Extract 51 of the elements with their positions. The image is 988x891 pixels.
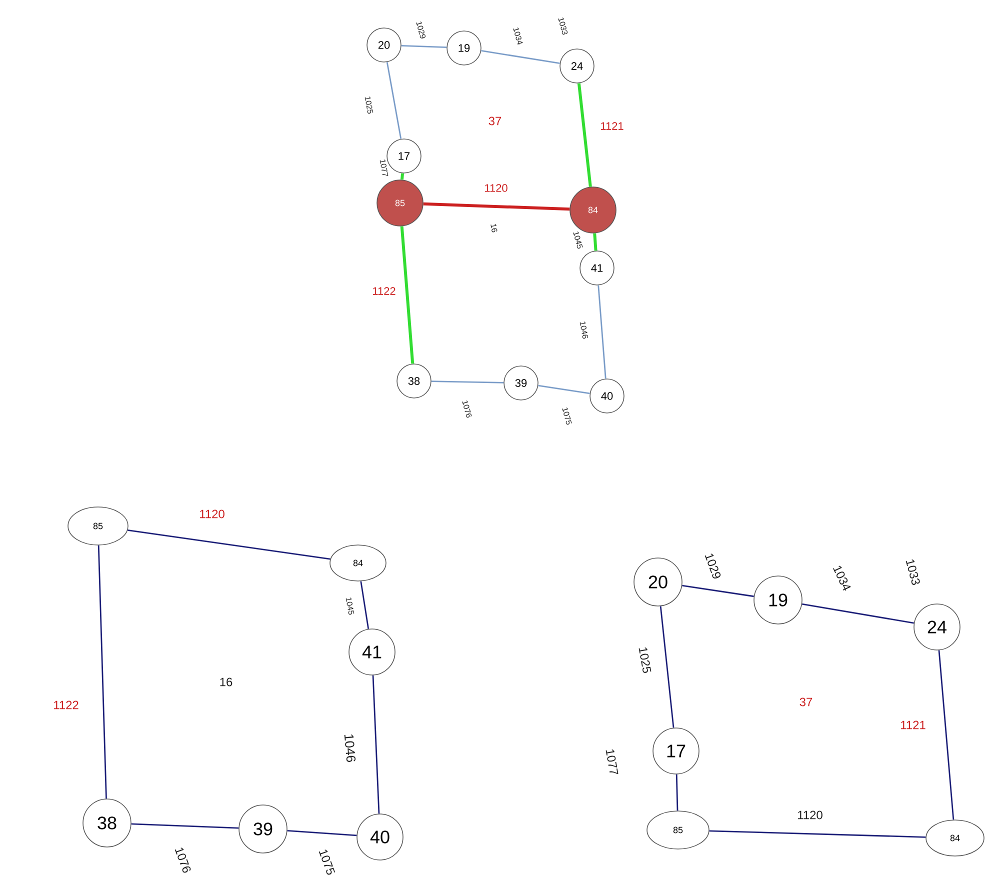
- label: 1033: [558, 18, 568, 35]
- edge-line: [593, 233, 598, 251]
- edge-line: [131, 823, 239, 829]
- edge-line: [372, 675, 380, 814]
- edge-label: 1120: [483, 183, 509, 193]
- edge-line: [400, 173, 404, 180]
- edge-label: 1120: [198, 508, 226, 520]
- edge-label: 1075: [560, 405, 574, 427]
- edge-line: [360, 581, 370, 629]
- edge-label: 1077: [604, 746, 620, 778]
- edge-label: 1121: [899, 720, 927, 730]
- edge-line: [709, 830, 926, 838]
- edge-line: [938, 650, 954, 820]
- label: 16: [490, 224, 498, 232]
- edge-line: [682, 584, 754, 598]
- edge-label: 1045: [344, 596, 356, 616]
- label: 16: [220, 678, 232, 686]
- edge-line: [423, 202, 570, 211]
- edge-line: [98, 545, 107, 799]
- label: 37: [488, 116, 502, 126]
- edge-label: 1025: [364, 94, 374, 116]
- edge-line: [128, 530, 330, 560]
- edge-label: 1120: [796, 810, 824, 820]
- edge-label: 1077: [378, 158, 390, 178]
- edge-line: [400, 226, 414, 364]
- edge-line: [401, 44, 447, 48]
- label: 37: [800, 698, 812, 706]
- edge-label: 1034: [512, 25, 524, 47]
- edge-label: 1025: [637, 644, 653, 676]
- edge-line: [481, 50, 560, 64]
- edge-line: [660, 606, 674, 728]
- edge-line: [386, 62, 402, 139]
- edge-line: [676, 774, 678, 811]
- edge-label: 1121: [599, 121, 625, 131]
- edge-label: 1075: [317, 846, 337, 878]
- edge-label: 1076: [173, 844, 193, 876]
- label: 1033: [906, 560, 920, 585]
- edge-line: [577, 83, 592, 187]
- edge-line: [598, 285, 606, 379]
- edge-label: 1046: [578, 320, 590, 340]
- edge-label: 1029: [414, 19, 428, 41]
- edge-label: 1046: [343, 732, 357, 764]
- edge-label: 1029: [703, 550, 723, 582]
- edge-label: 1034: [831, 562, 853, 594]
- edge-label: 1076: [460, 398, 474, 420]
- edge-line: [538, 384, 590, 394]
- edge-line: [802, 603, 914, 624]
- edge-label: 1122: [371, 286, 397, 296]
- edge-line: [431, 380, 504, 384]
- edge-label: 1122: [52, 700, 80, 710]
- edge-line: [287, 830, 357, 836]
